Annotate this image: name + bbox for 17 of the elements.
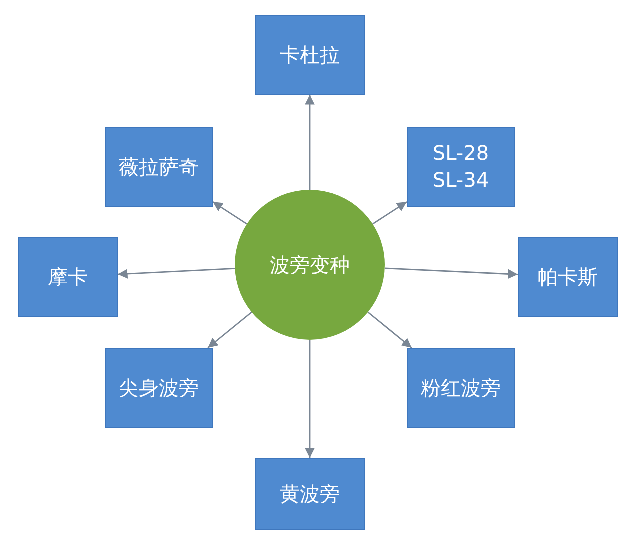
variety-box: 卡杜拉 (255, 15, 365, 95)
variety-box: SL-28 SL-34 (407, 127, 515, 207)
variety-box: 摩卡 (18, 237, 118, 317)
arrow (368, 312, 412, 349)
arrow (208, 312, 252, 349)
arrow (372, 201, 408, 225)
arrow (384, 268, 518, 280)
arrow (212, 201, 248, 225)
center-circle: 波旁变种 (235, 190, 385, 340)
variety-box: 粉红波旁 (407, 348, 515, 428)
variety-box: 薇拉萨奇 (105, 127, 213, 207)
arrow (118, 268, 236, 279)
variety-box: 黄波旁 (255, 458, 365, 530)
arrow (305, 340, 315, 458)
variety-box: 尖身波旁 (105, 348, 213, 428)
arrow (305, 95, 315, 190)
variety-box: 帕卡斯 (518, 237, 618, 317)
